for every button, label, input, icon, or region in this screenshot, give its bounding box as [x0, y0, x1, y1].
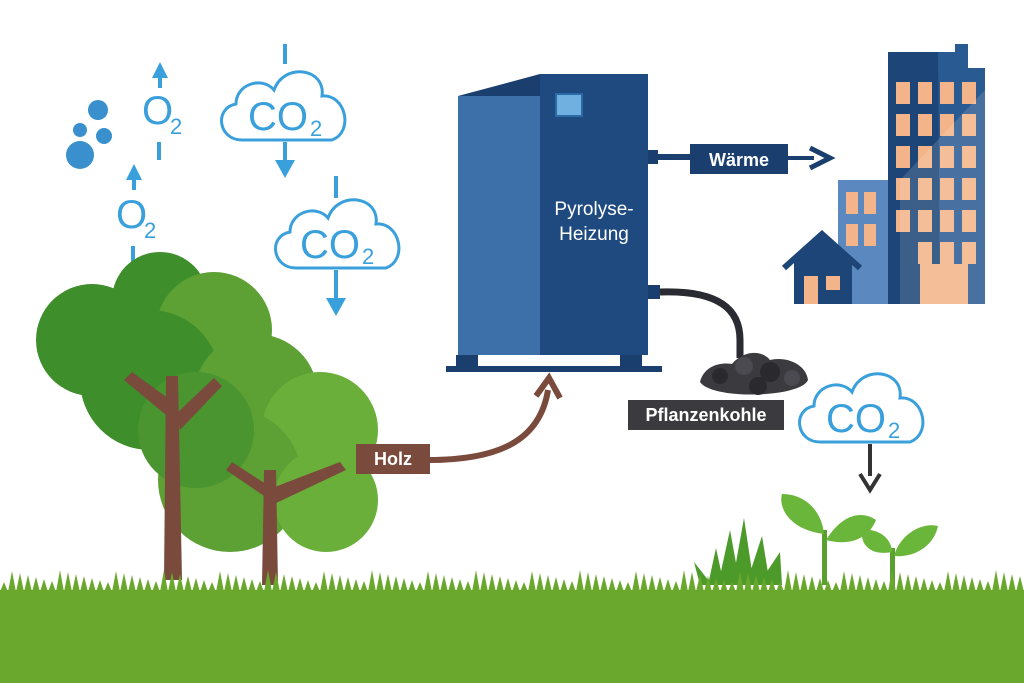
- heater-label-line1: Pyrolyse-: [554, 199, 633, 220]
- svg-text:2: 2: [144, 218, 156, 243]
- arrow-right-icon: [808, 145, 836, 171]
- biochar-label-box: [628, 400, 784, 430]
- svg-text:2: 2: [310, 116, 322, 141]
- house-icon: [781, 229, 863, 304]
- svg-text:2: 2: [888, 418, 900, 443]
- co2-cloud-lower: CO 2: [798, 372, 925, 494]
- heating-unit-icon: Pyrolyse- Heizung: [446, 74, 662, 372]
- svg-text:2: 2: [362, 244, 374, 269]
- heat-label: Wärme: [709, 150, 769, 170]
- heat-output: Wärme: [658, 144, 836, 174]
- oxygen-label-upper: O 2: [142, 62, 182, 160]
- biochar-pipe: [659, 288, 744, 358]
- heater-display-icon: [555, 93, 583, 117]
- arrow-up-icon: [533, 372, 563, 400]
- svg-text:O: O: [142, 89, 173, 133]
- wood-label-box: [356, 444, 430, 474]
- oxygen-label-lower: O 2: [116, 164, 156, 268]
- svg-text:CO: CO: [300, 223, 360, 267]
- wood-flow: Holz: [356, 372, 563, 474]
- arrow-down-icon: [326, 298, 346, 316]
- arrow-up-icon: [126, 164, 142, 180]
- svg-text:2: 2: [170, 114, 182, 139]
- cloud-icon: [220, 70, 347, 142]
- co2-cloud-upper: CO 2: [220, 44, 347, 178]
- biochar-label: Pflanzenkohle: [645, 405, 766, 425]
- arrow-down-icon: [275, 160, 295, 178]
- grass-icon: [0, 570, 1024, 683]
- heater-label-line2: Heizung: [559, 224, 629, 245]
- office-building-icon: [838, 44, 985, 304]
- svg-text:CO: CO: [826, 397, 886, 441]
- co2-cloud-middle: CO 2: [274, 176, 401, 316]
- charcoal-pile-icon: [700, 352, 808, 395]
- sprout-icon: [781, 494, 938, 586]
- svg-text:O: O: [116, 193, 147, 237]
- arrow-up-icon: [152, 62, 168, 78]
- cloud-icon: [274, 198, 401, 270]
- wood-label: Holz: [374, 449, 412, 469]
- cloud-icon: [798, 372, 925, 444]
- arrow-down-icon: [858, 472, 882, 494]
- grass-tuft-icon: [694, 518, 782, 585]
- water-bubbles-icon: [66, 100, 112, 169]
- svg-text:CO: CO: [248, 95, 308, 139]
- tree-icon: [36, 252, 378, 585]
- heat-label-box: [690, 144, 788, 174]
